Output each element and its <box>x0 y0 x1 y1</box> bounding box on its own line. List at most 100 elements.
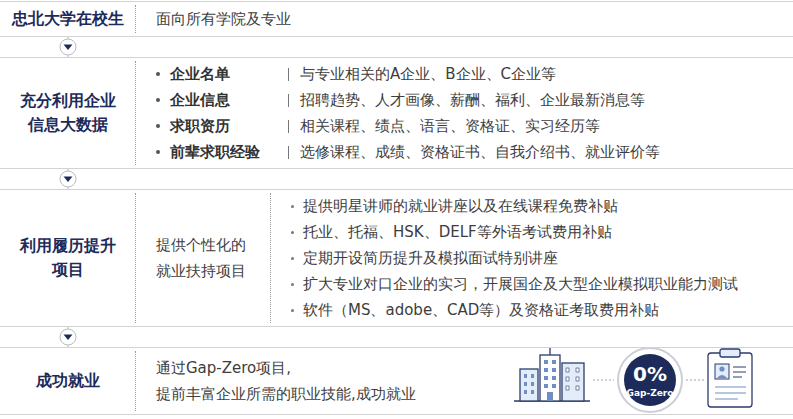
illustration <box>0 347 793 417</box>
list-item: 软件（MS、adobe、CAD等）及资格证考取费用补贴 <box>291 297 793 323</box>
illustration-part <box>552 376 556 380</box>
illustration-part <box>715 399 738 400</box>
content-column: 提供个性化的 就业扶持项目 <box>135 193 270 323</box>
list-item: 求职资历相关课程、绩点、语言、资格证、实习经历等 <box>156 113 793 139</box>
gap-zero-badge <box>618 348 682 412</box>
illustration-part <box>624 354 676 406</box>
illustration-part <box>576 377 579 381</box>
item-text: 扩大专业对口企业的实习，开展国企及大型企业模拟职业能力测试 <box>303 275 738 294</box>
list-column: 提供明星讲师的就业讲座以及在线课程免费补贴托业、托福、HSK、DELF等外语考试… <box>270 193 793 323</box>
bullet-dot <box>156 98 160 102</box>
process-band: 充分利用企业 信息大数据企业名单与专业相关的A企业、B企业、C企业等企业信息招聘… <box>0 57 793 169</box>
bullet-dot <box>156 72 160 76</box>
illustration-part <box>547 392 553 401</box>
illustration-part <box>562 363 584 401</box>
arrow-circle <box>60 171 76 187</box>
illustration-part <box>524 374 527 378</box>
illustration-part <box>520 369 538 401</box>
illustration-part <box>715 393 746 394</box>
illustration-part <box>544 360 548 364</box>
illustration-part <box>576 386 579 390</box>
illustration-part <box>544 384 548 388</box>
item-detail: 与专业相关的A企业、B企业、C企业等 <box>300 65 556 84</box>
illustration-part <box>566 368 569 372</box>
description-text: 面向所有学院及专业 <box>156 6 793 32</box>
edge-group <box>60 327 76 347</box>
item-text: 软件（MS、adobe、CAD等）及资格证考取费用补贴 <box>303 301 659 320</box>
arrow-head <box>64 45 73 51</box>
illustration-part <box>549 348 550 355</box>
process-band: 成功就业通过Gap-Zero项目, 提前丰富企业所需的职业技能,成功就业 <box>0 347 793 415</box>
bullet-dot <box>291 283 294 286</box>
edge-group <box>60 169 76 189</box>
bullet-dot <box>291 309 294 312</box>
item-text: 定期开设简历提升及模拟面试特别讲座 <box>303 249 558 268</box>
badge-label: Gap-Zero <box>627 389 674 398</box>
item-detail: 招聘趋势、人才画像、薪酬、福利、企业最新消息等 <box>300 91 645 110</box>
bullet-dot <box>156 124 160 128</box>
illustration-part <box>566 377 569 381</box>
illustration-part <box>576 368 579 372</box>
illustration-part <box>544 376 548 380</box>
illustration-part <box>552 384 556 388</box>
label-layer: 0% Gap-Zero <box>0 347 793 417</box>
item-term: 企业信息 <box>170 91 283 110</box>
item-text: 托业、托福、HSK、DELF等外语考试费用补贴 <box>303 223 612 242</box>
illustration-part <box>552 360 556 364</box>
resume-clipboard <box>708 349 752 407</box>
stage-label: 利用履历提升 项目 <box>20 234 116 282</box>
item-detail: 相关课程、绩点、语言、资格证、实习经历等 <box>300 117 600 136</box>
illustration-part <box>733 377 742 378</box>
stage-label: 忠北大学在校生 <box>12 7 124 31</box>
edge-group <box>60 37 76 57</box>
content-column: 通过Gap-Zero项目, 提前丰富企业所需的职业技能,成功就业 <box>135 351 793 411</box>
list-item: 前辈求职经验选修课程、成绩、资格证书、自我介绍书、就业评价等 <box>156 139 793 165</box>
label-column: 利用履历提升 项目 <box>0 190 135 326</box>
separator-bar <box>288 68 289 81</box>
separator-bar <box>288 146 289 159</box>
illustration-part <box>708 353 752 407</box>
label-column: 充分利用企业 信息大数据 <box>0 58 135 168</box>
illustration-part <box>531 390 534 394</box>
badge-label: 0% <box>633 364 667 384</box>
list-item: 托业、托福、HSK、DELF等外语考试费用补贴 <box>291 219 793 245</box>
list-column: 企业名单与专业相关的A企业、B企业、C企业等企业信息招聘趋势、人才画像、薪酬、福… <box>135 61 793 165</box>
city-buildings <box>514 348 590 401</box>
item-term: 前辈求职经验 <box>170 143 283 162</box>
illustration-part <box>618 348 682 412</box>
arrow-head <box>64 177 73 183</box>
illustration-part <box>531 382 534 386</box>
illustration-part <box>524 382 527 386</box>
illustration-part <box>733 372 746 373</box>
list-item: 提供明星讲师的就业讲座以及在线课程免费补贴 <box>291 193 793 219</box>
label-column: 忠北大学在校生 <box>0 2 135 36</box>
illustration-part <box>715 387 746 388</box>
item-term: 求职资历 <box>170 117 283 136</box>
illustration-part <box>552 368 556 372</box>
item-detail: 选修课程、成绩、资格证书、自我介绍书、就业评价等 <box>300 143 660 162</box>
label-column: 成功就业 <box>0 348 135 414</box>
illustration-part <box>715 364 729 379</box>
item-term: 企业名单 <box>170 65 283 84</box>
bullet-dot <box>291 205 294 208</box>
list-item: 扩大专业对口企业的实习，开展国企及大型企业模拟职业能力测试 <box>291 271 793 297</box>
arrow-circle <box>60 39 76 55</box>
content-column: 面向所有学院及专业 <box>135 5 793 33</box>
description-text: 通过Gap-Zero项目, 提前丰富企业所需的职业技能,成功就业 <box>156 355 476 407</box>
list-item: 企业信息招聘趋势、人才画像、薪酬、福利、企业最新消息等 <box>156 87 793 113</box>
dotted-link <box>593 380 614 381</box>
description-text: 提供个性化的 就业扶持项目 <box>156 232 246 284</box>
arrow-circle <box>60 329 76 345</box>
illustration-part <box>544 368 548 372</box>
item-text: 提供明星讲师的就业讲座以及在线课程免费补贴 <box>303 197 618 216</box>
illustration-part <box>566 386 569 390</box>
separator-bar <box>288 120 289 133</box>
bullet-dot <box>291 231 294 234</box>
arrow-head <box>64 335 73 341</box>
list-item: 企业名单与专业相关的A企业、B企业、C企业等 <box>156 61 793 87</box>
bullet-dot <box>156 150 160 154</box>
stage-label: 充分利用企业 信息大数据 <box>20 89 116 137</box>
illustration-part <box>524 390 527 394</box>
process-band: 利用履历提升 项目提供个性化的 就业扶持项目提供明星讲师的就业讲座以及在线课程免… <box>0 189 793 327</box>
